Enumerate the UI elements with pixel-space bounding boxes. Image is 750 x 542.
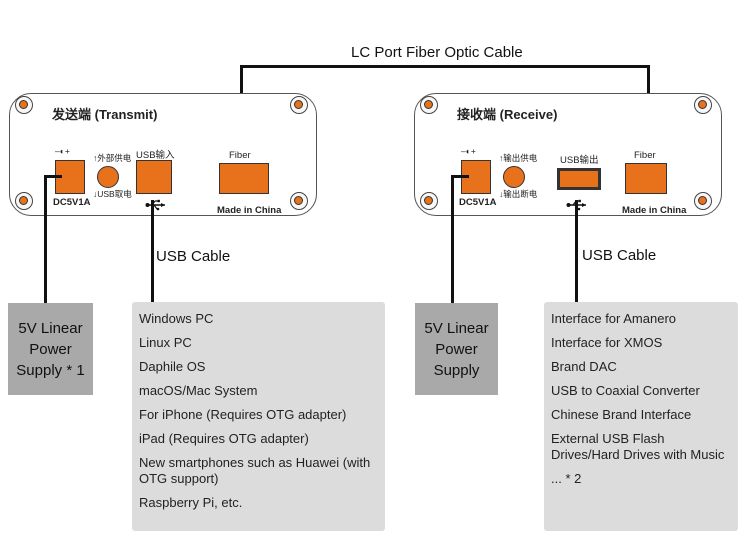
list-item: Chinese Brand Interface [551, 407, 692, 422]
psu-line: Supply [433, 361, 480, 379]
list-item: Brand DAC [551, 359, 617, 374]
left-power-supply: 5V Linear Power Supply * 1 [8, 303, 93, 395]
dc-polarity-icon: –◐+ [55, 146, 70, 156]
psu-line: 5V Linear [424, 319, 489, 337]
transmit-title: 发送端 (Transmit) [52, 107, 158, 122]
psu-line: 5V Linear [18, 319, 83, 337]
list-item: macOS/Mac System [139, 383, 258, 398]
screw-icon [420, 192, 438, 210]
transmit-power-switch [97, 166, 119, 188]
fiber-cable-horizontal [240, 65, 650, 68]
dc-polarity-icon: –◐+ [461, 146, 476, 156]
psu-line: Power [29, 340, 72, 358]
transmit-power-up-label: ↑外部供电 [93, 153, 132, 163]
usb-cable-label-left: USB Cable [156, 248, 231, 265]
list-item: Interface for XMOS [551, 335, 663, 350]
receive-usb-port [557, 168, 601, 190]
transmit-fiber-port [219, 163, 269, 194]
screw-icon [15, 96, 33, 114]
left-usb-cable [151, 200, 154, 303]
transmit-made-in: Made in China [217, 205, 282, 216]
right-usb-cable [575, 200, 578, 302]
usb-cable-label-right: USB Cable [582, 247, 657, 264]
right-power-cable [451, 175, 469, 178]
screw-icon [15, 192, 33, 210]
usb-icon [145, 198, 167, 211]
receive-title: 接收端 (Receive) [457, 107, 558, 122]
transmit-usb-port [136, 160, 172, 194]
right-device-list: Interface for Amanero Interface for XMOS… [544, 302, 738, 531]
receive-made-in: Made in China [622, 205, 687, 216]
left-device-list: Windows PC Linux PC Daphile OS macOS/Mac… [132, 302, 385, 531]
receive-panel [414, 93, 722, 216]
right-power-supply: 5V Linear Power Supply [415, 303, 498, 395]
transmit-fiber-label: Fiber [229, 150, 251, 161]
screw-icon [694, 192, 712, 210]
right-power-cable-vertical [451, 175, 454, 303]
receive-power-up-label: ↑输出供电 [499, 153, 538, 163]
transmit-panel [9, 93, 317, 216]
left-power-cable-vertical [44, 175, 47, 303]
psu-line: Supply * 1 [16, 361, 85, 379]
list-item: ... * 2 [551, 471, 582, 486]
receive-usb-label: USB输出 [560, 155, 599, 166]
list-item: Linux PC [139, 335, 192, 350]
list-item: Raspberry Pi, etc. [139, 495, 243, 510]
list-item: iPad (Requires OTG adapter) [139, 431, 309, 446]
list-item: New smartphones such as Huawei (with OTG… [139, 455, 371, 486]
screw-icon [420, 96, 438, 114]
left-power-cable [44, 175, 62, 178]
screw-icon [290, 192, 308, 210]
psu-line: Power [435, 340, 478, 358]
receive-fiber-label: Fiber [634, 150, 656, 161]
receive-fiber-port [625, 163, 667, 194]
list-item: Interface for Amanero [551, 311, 677, 326]
transmit-power-down-label: ↓USB取电 [93, 189, 132, 199]
list-item: Windows PC [139, 311, 214, 326]
list-item: For iPhone (Requires OTG adapter) [139, 407, 347, 422]
receive-dc-label: DC5V1A [459, 197, 497, 208]
transmit-dc-label: DC5V1A [53, 197, 91, 208]
list-item: External USB Flash Drives/Hard Drives wi… [551, 431, 725, 462]
receive-power-down-label: ↓输出断电 [499, 189, 538, 199]
screw-icon [694, 96, 712, 114]
screw-icon [290, 96, 308, 114]
list-item: Daphile OS [139, 359, 206, 374]
list-item: USB to Coaxial Converter [551, 383, 700, 398]
fiber-cable-label: LC Port Fiber Optic Cable [351, 44, 523, 61]
receive-power-switch [503, 166, 525, 188]
transmit-usb-label: USB输入 [136, 150, 175, 161]
